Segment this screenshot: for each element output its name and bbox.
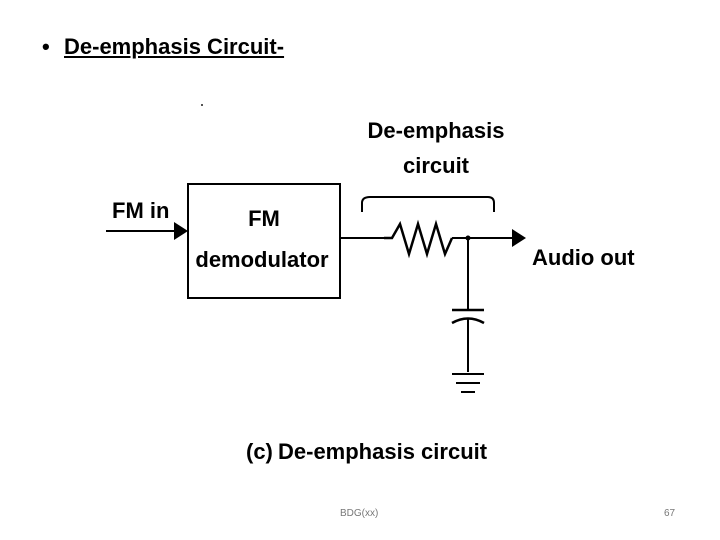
- fm-demodulator-block: [187, 183, 341, 299]
- circuit-label-line2: circuit: [403, 153, 470, 178]
- fm-in-label: FM in: [112, 198, 169, 223]
- page-number: 67: [664, 508, 676, 519]
- audio-out-label: Audio out: [532, 245, 635, 270]
- caption-text: De-emphasis circuit: [278, 439, 488, 464]
- input-arrowhead: [174, 222, 188, 240]
- output-arrowhead: [512, 229, 526, 247]
- footer-label: BDG(xx): [340, 508, 379, 519]
- bullet-dot: •: [42, 34, 50, 59]
- caption-prefix: (c): [246, 439, 273, 464]
- block-label-line2: demodulator: [195, 247, 329, 272]
- slide-heading: De-emphasis Circuit-: [64, 34, 285, 59]
- capacitor-bottom-plate: [451, 317, 485, 325]
- circuit-label-line1: De-emphasis: [368, 118, 505, 143]
- speck-mark: [201, 104, 203, 106]
- resistor-symbol: [384, 219, 454, 259]
- slide-heading-line: • De-emphasis Circuit-: [42, 34, 284, 60]
- circuit-brace: [361, 196, 495, 212]
- block-label-line1: FM: [248, 206, 280, 231]
